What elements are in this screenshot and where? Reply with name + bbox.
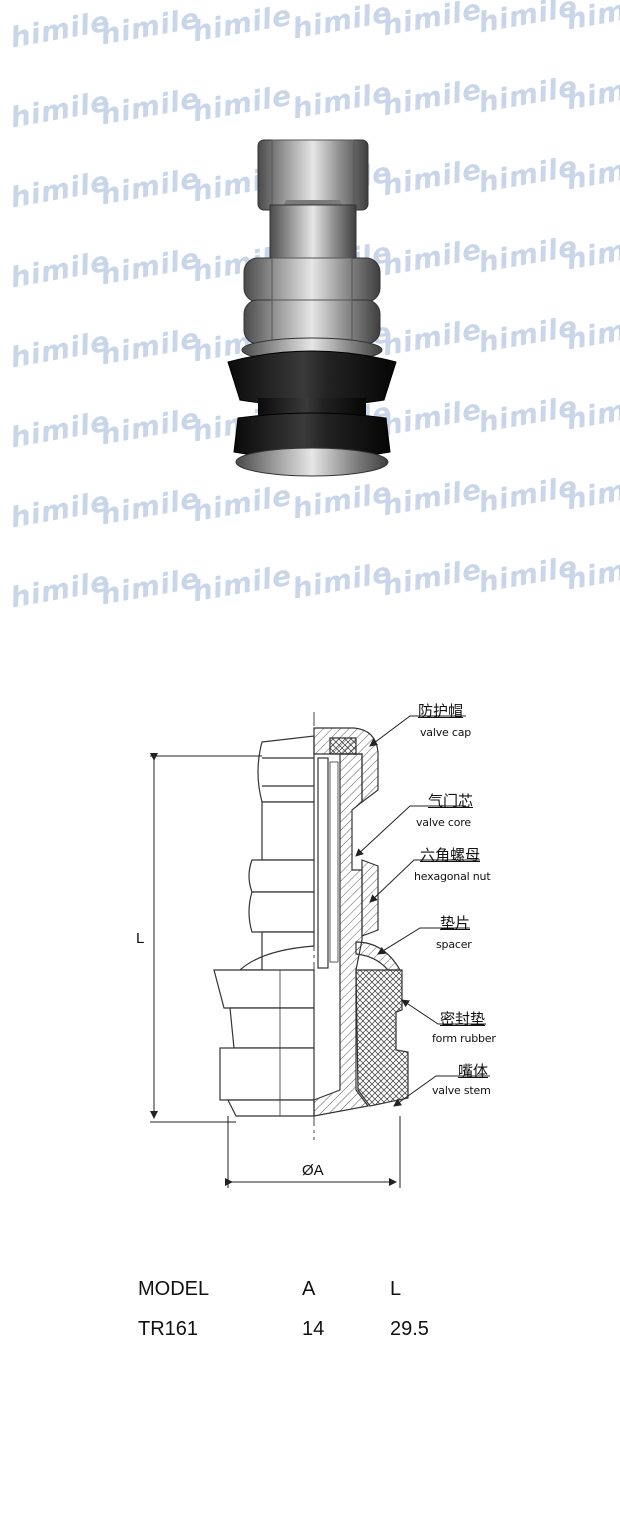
spec-table-header: MODEL A L — [138, 1278, 458, 1318]
callout-hex-nut-cn: 六角螺母 — [420, 846, 481, 864]
callout-valve-cap-cn: 防护帽 — [418, 702, 464, 720]
rubber-body-shape — [227, 350, 397, 477]
spec-table: MODEL A L TR161 14 29.5 — [138, 1278, 458, 1358]
dimension-diameter-label: ØA — [302, 1162, 324, 1179]
callout-valve-cap-en: valve cap — [420, 726, 472, 739]
callout-spacer-cn: 垫片 — [440, 914, 471, 932]
header-model: MODEL — [138, 1278, 210, 1300]
callout-form-rubber-cn: 密封垫 — [440, 1010, 486, 1028]
dimension-length-label: L — [136, 930, 145, 947]
callout-spacer-en: spacer — [436, 938, 472, 951]
section-view — [313, 727, 409, 1117]
callout-valve-stem-cn: 嘴体 — [458, 1062, 489, 1080]
leader-lines — [355, 715, 490, 1107]
valve-cap-shape — [257, 139, 369, 211]
callout-valve-core-cn: 气门芯 — [428, 792, 474, 810]
valve-product-image — [227, 139, 397, 477]
technical-drawing: 防护帽 valve cap 气门芯 valve core 六角螺母 hexago… — [0, 670, 620, 1230]
dimension-length — [150, 753, 262, 1123]
callout-valve-stem-en: valve stem — [432, 1084, 491, 1097]
callout-valve-core-en: valve core — [416, 816, 471, 829]
cell-model: TR161 — [138, 1318, 199, 1340]
header-a: A — [302, 1278, 316, 1300]
callout-hex-nut-en: hexagonal nut — [414, 870, 491, 883]
cell-l: 29.5 — [390, 1318, 429, 1340]
callout-form-rubber-en: form rubber — [432, 1032, 496, 1045]
dimension-diameter — [225, 1116, 401, 1188]
exterior-view — [213, 735, 315, 1117]
header-l: L — [390, 1278, 402, 1300]
cross-section-drawing — [150, 712, 490, 1188]
hex-nut-shape — [243, 257, 381, 345]
table-row: TR161 14 29.5 — [138, 1318, 458, 1358]
cell-a: 14 — [302, 1318, 325, 1340]
